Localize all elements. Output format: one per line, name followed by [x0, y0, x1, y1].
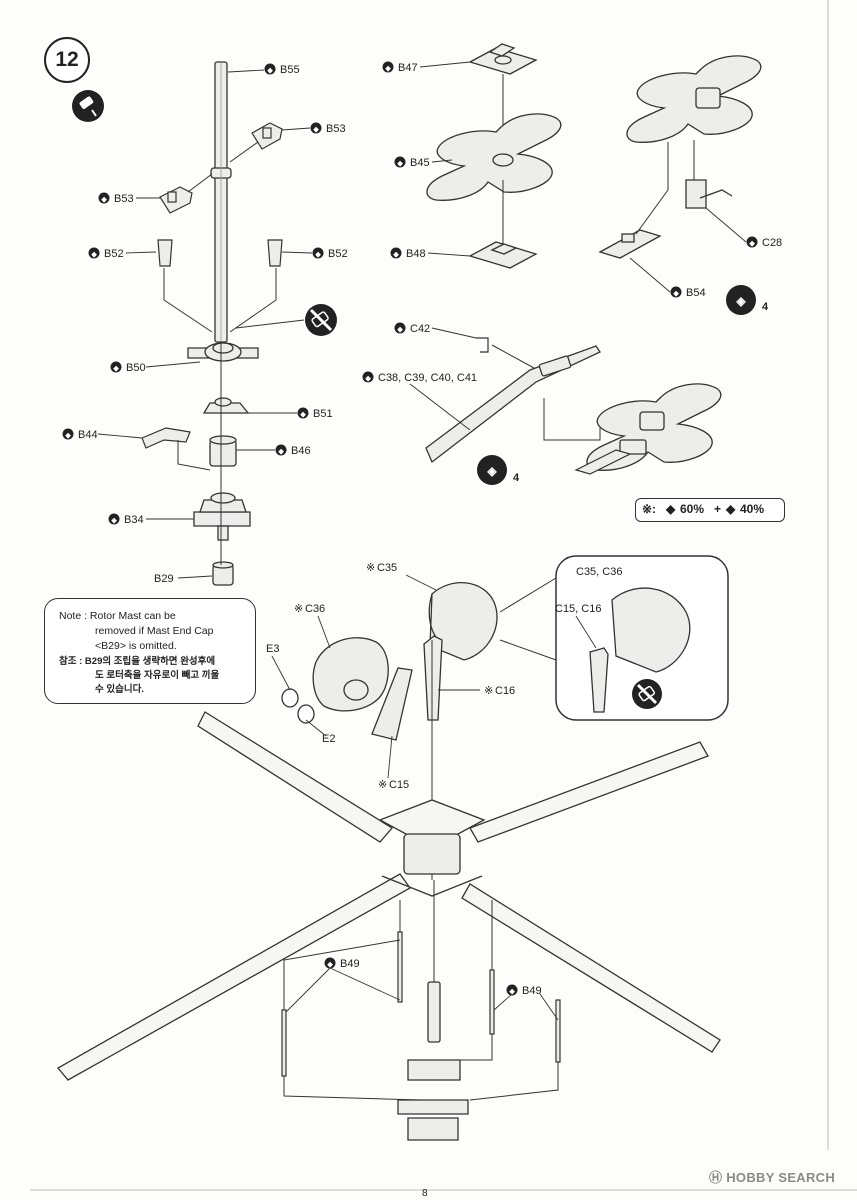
part-b53-right	[251, 122, 283, 150]
part-b29	[212, 561, 234, 586]
label-c15: C15	[389, 779, 409, 791]
part-c36	[312, 637, 389, 712]
part-c16	[423, 635, 443, 721]
cement-icon	[72, 90, 104, 122]
part-b47	[468, 43, 538, 75]
label-c35: C35	[377, 562, 397, 574]
label-b52-left: B52	[104, 248, 124, 260]
repeat-count-mid: 4	[513, 472, 520, 484]
paint-swatch-icon-1: ◆	[666, 502, 676, 516]
paint-mix-plus: +	[714, 502, 722, 516]
label-c42: C42	[410, 323, 430, 335]
paint-swatch-icon-2: ◆	[726, 502, 736, 516]
part-b53-left	[159, 186, 193, 214]
part-e3	[281, 688, 299, 708]
label-c36: C36	[305, 603, 325, 615]
label-b50: B50	[126, 362, 146, 374]
watermark-text: HOBBY SEARCH	[726, 1170, 836, 1185]
main-rotor-assembly	[57, 711, 721, 1081]
part-b51	[202, 397, 250, 414]
repeat-count-top: 4	[762, 301, 769, 313]
watermark: Ⓗ HOBBY SEARCH	[709, 1167, 835, 1186]
paint-mix-prefix: ※:	[642, 502, 657, 516]
svg-text:◈: ◈	[486, 464, 497, 478]
label-b47: B47	[398, 62, 418, 74]
watermark-logo-icon: Ⓗ	[709, 1170, 727, 1185]
mast-lower-assembly	[397, 981, 469, 1141]
label-b45: B45	[410, 157, 430, 169]
part-b44	[141, 427, 191, 449]
rotor-mast	[210, 61, 232, 343]
part-b54	[598, 229, 662, 259]
part-c28	[685, 179, 733, 209]
part-b52-right	[267, 239, 283, 267]
label-inset-c15-c16: C15, C16	[555, 603, 601, 615]
label-b29: B29	[154, 573, 174, 585]
label-c38-c41: C38, C39, C40, C41	[378, 372, 477, 384]
svg-text:◈: ◈	[735, 294, 746, 308]
page-number: 8	[422, 1188, 428, 1199]
note-box: Note : Rotor Mast can be removed if Mast…	[44, 598, 256, 704]
label-c16: C16	[495, 685, 515, 697]
label-c36-prefix: ※	[294, 603, 303, 615]
detail-inset	[499, 555, 729, 721]
label-b51: B51	[313, 408, 333, 420]
paint-mix-part2: 40%	[740, 502, 765, 516]
no-cement-icon	[305, 304, 337, 336]
part-c15	[371, 667, 413, 741]
paint-mix-part1: 60%	[680, 502, 705, 516]
label-inset-c35-c36: C35, C36	[576, 566, 622, 578]
label-b53-left: B53	[114, 193, 134, 205]
label-b54: B54	[686, 287, 706, 299]
note-kr-line-1: 참조 : B29의 조립을 생략하면 완성후에	[59, 656, 216, 667]
part-c42	[476, 337, 489, 353]
note-line-2: removed if Mast End Cap	[95, 625, 214, 637]
part-cross-assembly-top	[626, 55, 762, 143]
label-c15-prefix: ※	[378, 779, 387, 791]
note-line-3: <B29> is omitted.	[95, 640, 177, 652]
part-b50	[187, 342, 259, 362]
label-c16-prefix: ※	[484, 685, 493, 697]
label-e3: E3	[266, 643, 279, 655]
part-b45	[426, 113, 562, 201]
repeat-icon-top: ◈	[726, 285, 756, 315]
label-c35-prefix: ※	[366, 562, 375, 574]
label-b34: B34	[124, 514, 144, 526]
step-number: 12	[44, 37, 90, 83]
label-b48: B48	[406, 248, 426, 260]
label-b44: B44	[78, 429, 98, 441]
paint-mix-box: ※: ◆ 60% + ◆ 40%	[635, 498, 785, 522]
note-kr-line-3: 수 있습니다.	[95, 684, 144, 695]
label-b55: B55	[280, 64, 300, 76]
leader-lines	[97, 61, 747, 1021]
part-b52-left	[157, 239, 173, 267]
part-b46	[209, 435, 237, 467]
part-blade-c38-c41	[425, 345, 601, 464]
label-b49-left: B49	[340, 958, 360, 970]
label-b46: B46	[291, 445, 311, 457]
part-e2	[297, 704, 315, 724]
label-b49-right: B49	[522, 985, 542, 997]
note-kr-line-2: 도 로터축을 자유로이 빼고 끼울	[95, 670, 220, 681]
label-b53-right: B53	[326, 123, 346, 135]
no-cement-icon-inset	[632, 679, 662, 709]
label-c28: C28	[762, 237, 782, 249]
part-b34	[193, 492, 251, 541]
label-b52-right: B52	[328, 248, 348, 260]
part-b48	[468, 241, 538, 269]
repeat-icon-mid: ◈	[477, 455, 507, 485]
part-cross-assembly-mid	[586, 383, 722, 471]
note-line-1: Note : Rotor Mast can be	[59, 610, 176, 622]
